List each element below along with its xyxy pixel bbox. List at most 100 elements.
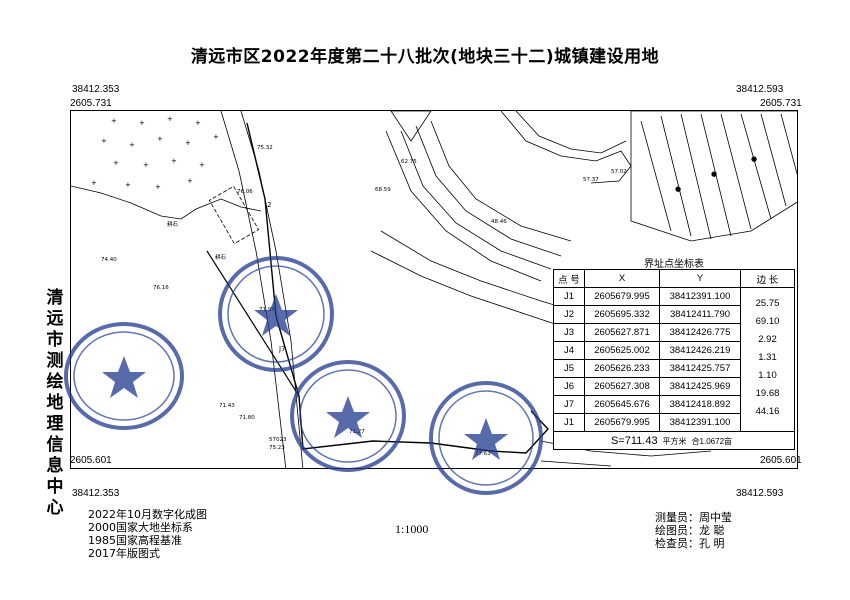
side-label-text: 清远市测绘地理信息中心 bbox=[46, 288, 64, 518]
y-cell: 38412391.100 bbox=[659, 413, 741, 432]
distance-cell: 1.31 bbox=[740, 341, 795, 363]
table-header-row: 点 号 X Y 边 长 bbox=[553, 269, 795, 288]
svg-text:●: ● bbox=[711, 170, 717, 178]
dashed-building-outline bbox=[208, 185, 260, 245]
svg-text:+: + bbox=[139, 119, 145, 127]
surveyor-credit: 测量员：周中莹 bbox=[655, 511, 732, 524]
mapping-center-stamp bbox=[64, 322, 184, 430]
footer-left-notes: 2022年10月数字化成图 2000国家大地坐标系 1985国家高程基准 201… bbox=[88, 508, 207, 560]
svg-text:+: + bbox=[167, 115, 173, 123]
map-feature-label: 耕石 bbox=[215, 253, 227, 261]
point-cell: J1 bbox=[553, 287, 585, 306]
elevation-label: 76.16 bbox=[153, 285, 169, 291]
table-header: 点 号 bbox=[553, 269, 585, 288]
svg-text:+: + bbox=[213, 133, 219, 141]
elevation-label: 48.46 bbox=[491, 219, 507, 225]
contour-line-1 bbox=[385, 130, 542, 282]
corner-top-right-x: 38412.593 bbox=[736, 84, 784, 95]
corner-bottom-left-y: 2605.601 bbox=[70, 455, 112, 466]
y-cell: 38412425.969 bbox=[659, 377, 741, 396]
svg-text:+: + bbox=[187, 177, 193, 185]
svg-text:+: + bbox=[125, 181, 131, 189]
legend-edition-note: 2017年版图式 bbox=[88, 547, 160, 560]
elevation-label: 74.40 bbox=[101, 257, 117, 263]
edge-length: 19.68 bbox=[755, 387, 780, 399]
edge-length: 1.31 bbox=[758, 351, 777, 363]
svg-text:+: + bbox=[155, 183, 161, 191]
coord-table-title: 界址点坐标表 bbox=[644, 259, 704, 270]
parcel-boundary-west bbox=[206, 250, 300, 397]
checker-credit: 检查员：孔 明 bbox=[655, 537, 725, 550]
map-title: 清远市区2022年度第二十八批次(地块三十二)城镇建设用地 bbox=[190, 47, 660, 67]
edge-length: 69.10 bbox=[755, 315, 780, 327]
edge-length: 44.16 bbox=[755, 405, 780, 417]
distance-cell: 44.16 bbox=[740, 395, 795, 417]
table-header: X bbox=[584, 269, 660, 288]
table-header: Y bbox=[659, 269, 741, 288]
y-cell: 38412426.775 bbox=[659, 323, 741, 342]
footer-right-credits: 测量员：周中莹 绘图员：龙 聪 检查员：孔 明 bbox=[655, 511, 732, 550]
point-cell: J1 bbox=[553, 413, 585, 432]
contour-line-6 bbox=[515, 111, 627, 154]
svg-text:+: + bbox=[101, 137, 107, 145]
x-cell: 2605626.233 bbox=[584, 359, 660, 378]
contour-line-7 bbox=[370, 250, 592, 337]
vegetation-symbols: ++++ +++++ ++++ ++++ ●●● bbox=[91, 115, 757, 193]
svg-text:+: + bbox=[157, 135, 163, 143]
edge-length: 25.75 bbox=[755, 298, 780, 309]
edge-length: 2.92 bbox=[758, 333, 777, 345]
svg-text:+: + bbox=[195, 119, 201, 127]
corner-top-left-x: 38412.353 bbox=[72, 84, 120, 95]
map-feature-label: 75.23 bbox=[269, 445, 285, 451]
distance-cell: 2.92 bbox=[740, 323, 795, 345]
draftsman-credit: 绘图员：龙 聪 bbox=[655, 524, 725, 537]
contour-line-4 bbox=[430, 120, 572, 242]
area-mu: 合1.0672亩 bbox=[691, 436, 733, 446]
svg-text:+: + bbox=[171, 157, 177, 165]
svg-text:+: + bbox=[199, 161, 205, 169]
village-committee-stamp-3 bbox=[429, 381, 543, 495]
mapping-center-side-label: 清远市测绘地理信息中心 bbox=[44, 288, 66, 519]
corner-bottom-left-x: 38412.353 bbox=[72, 488, 120, 499]
elevation-label: 57.02 bbox=[611, 169, 627, 175]
elevation-label: 57.37 bbox=[583, 177, 599, 183]
parcel-boundary bbox=[246, 122, 549, 454]
x-cell: 2605679.995 bbox=[584, 413, 660, 432]
area-unit: 平方米 bbox=[662, 436, 687, 446]
svg-text:●: ● bbox=[675, 185, 681, 193]
coordinate-system-note: 2000国家大地坐标系 bbox=[88, 521, 193, 534]
vegetation-boundary bbox=[71, 185, 262, 220]
boundary-point-j2: 2 bbox=[267, 201, 271, 209]
distance-cell: 69.10 bbox=[740, 305, 795, 327]
embankment-area bbox=[630, 111, 797, 242]
distance-cell: 1.10 bbox=[740, 359, 795, 381]
x-cell: 2605645.676 bbox=[584, 395, 660, 414]
elevation-label: 68.59 bbox=[375, 187, 391, 193]
contour-line-2 bbox=[400, 130, 552, 270]
point-cell: J2 bbox=[553, 305, 585, 324]
y-cell: 38412411.790 bbox=[659, 305, 741, 324]
x-cell: 2605627.871 bbox=[584, 323, 660, 342]
contour-line-3 bbox=[415, 125, 562, 257]
edge-length: 1.10 bbox=[758, 369, 777, 381]
map-scale: 1:1000 bbox=[395, 522, 429, 536]
map-feature-label: 耕石 bbox=[167, 220, 179, 228]
elevation-label: 62.75 bbox=[401, 159, 417, 165]
corner-top-left-y: 2605.731 bbox=[70, 98, 112, 109]
svg-text:+: + bbox=[143, 161, 149, 169]
village-committee-stamp-2 bbox=[290, 360, 406, 472]
point-cell: J7 bbox=[553, 395, 585, 414]
elevation-label: 77.63 bbox=[475, 451, 491, 457]
distance-cell: 25.75 bbox=[740, 287, 795, 309]
svg-text:+: + bbox=[111, 117, 117, 125]
